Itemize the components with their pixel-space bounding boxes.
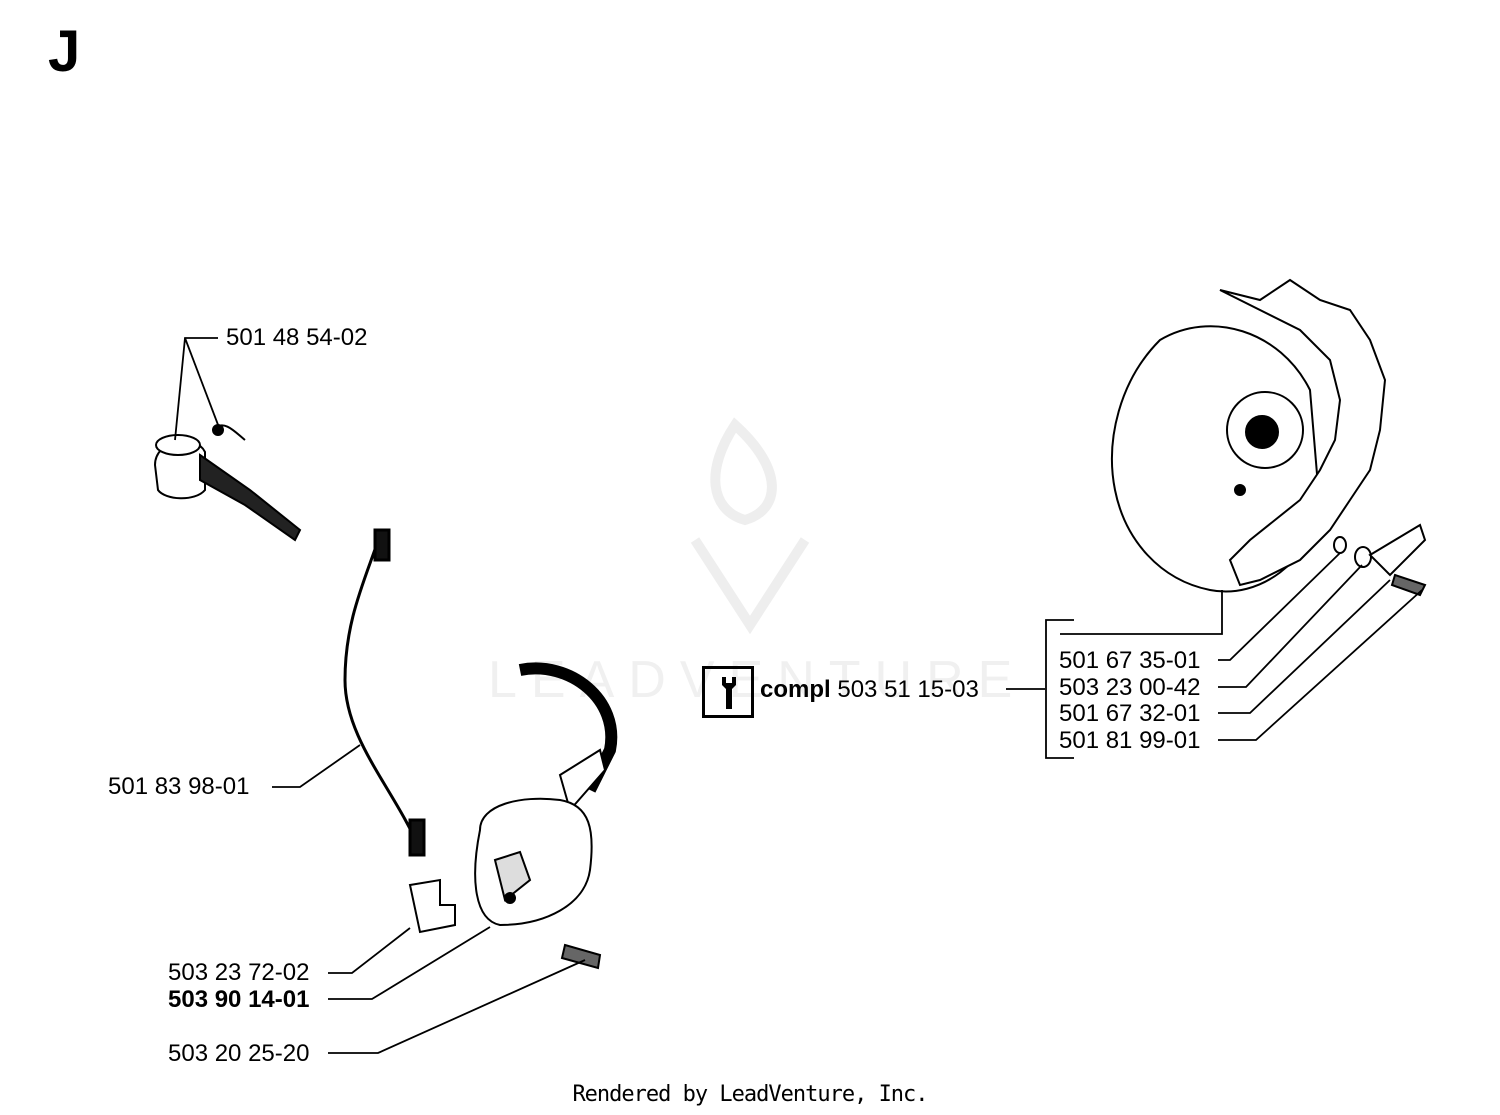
ignition-module-part — [474, 662, 618, 970]
flywheel-part — [1111, 278, 1427, 597]
part-label-cable: 501 83 98-01 — [108, 773, 250, 800]
part-label-ignition-module: 503 90 14-01 — [168, 986, 310, 1013]
part-label-pawl: 501 67 32-01 — [1059, 700, 1201, 727]
footer-credit: Rendered by LeadVenture, Inc. — [572, 1082, 928, 1107]
part-label-washer: 503 23 00-42 — [1059, 674, 1201, 701]
leader-lines — [174, 337, 1423, 1054]
flywheel-compl-label: compl 503 51 15-03 — [760, 677, 979, 703]
tool-box — [702, 666, 754, 718]
part-label-flywheel: 501 67 35-01 — [1059, 647, 1201, 674]
kill-switch-part — [153, 424, 302, 542]
wrench-icon — [722, 677, 736, 709]
compl-number: 503 51 15-03 — [837, 676, 979, 703]
cable-part — [343, 528, 426, 857]
part-label-screw-pawl: 501 81 99-01 — [1059, 727, 1201, 754]
part-label-kill-switch: 501 48 54-02 — [226, 324, 368, 351]
part-label-spacer: 503 23 72-02 — [168, 959, 310, 986]
section-letter: J — [48, 19, 81, 84]
spacer-part — [408, 878, 456, 934]
watermark-logo — [690, 417, 810, 635]
compl-prefix: compl — [760, 676, 831, 703]
part-label-screw-module: 503 20 25-20 — [168, 1040, 310, 1067]
